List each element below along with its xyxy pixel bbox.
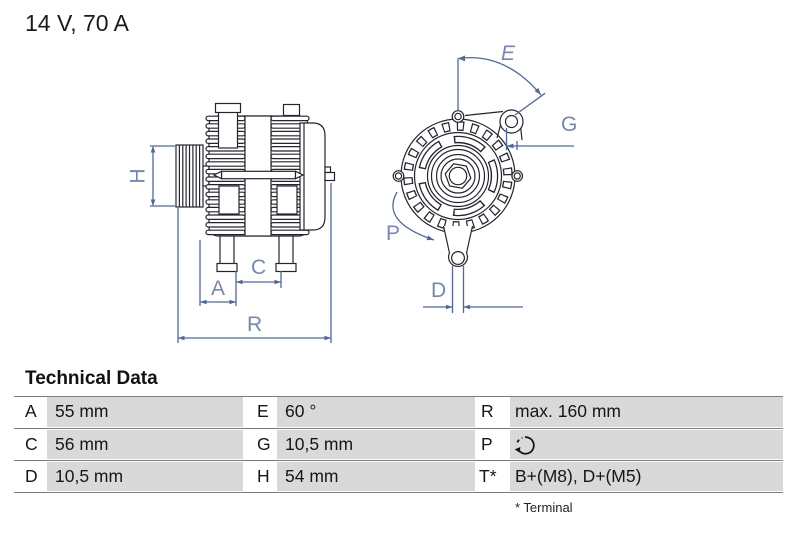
front-view-dimensions: E G P D [386, 42, 577, 313]
rotation-direction-icon [514, 435, 535, 455]
table-value: 10,5 mm [285, 433, 354, 454]
dim-label-E: E [501, 42, 516, 65]
table-label: C [25, 433, 38, 454]
table-divider [14, 491, 783, 494]
dim-label-H: H [127, 168, 150, 183]
table-divider [14, 459, 783, 462]
rotation-direction-icon-cell [513, 430, 537, 459]
table-divider [14, 427, 783, 430]
dim-label-P: P [386, 222, 400, 245]
dim-label-A: A [211, 277, 225, 300]
dim-label-D: D [431, 279, 446, 302]
table-label: D [25, 465, 38, 486]
terminal-footnote: * Terminal [515, 500, 573, 515]
table-value: 54 mm [285, 465, 339, 486]
table-cell-bg [277, 429, 475, 459]
mounting-foot-left [219, 235, 235, 265]
table-label: G [257, 433, 271, 454]
table-cell-bg [510, 461, 783, 491]
table-cell-bg [277, 461, 475, 491]
segment-ring [417, 135, 499, 217]
through-bolt [220, 170, 297, 180]
table-value: 10,5 mm [55, 465, 124, 486]
table-value: max. 160 mm [515, 401, 621, 422]
vent-slots [403, 121, 513, 231]
table-value: 55 mm [55, 401, 109, 422]
mounting-lug-top [499, 109, 524, 134]
mounting-foot-right [278, 235, 294, 265]
mounting-lug-bottom [442, 225, 474, 267]
side-view [175, 102, 336, 273]
table-value: 56 mm [55, 433, 109, 454]
terminal [324, 166, 332, 174]
table-label: A [25, 401, 37, 422]
dim-label-G: G [561, 113, 577, 136]
dim-label-C: C [251, 256, 266, 279]
table-label: P [481, 433, 493, 454]
dim-label-R: R [247, 313, 262, 336]
technical-data-heading: Technical Data [25, 368, 158, 389]
alternator-technical-drawing: H A C R [127, 42, 577, 343]
rear-cover [299, 122, 326, 231]
table-value: B+(M8), D+(M5) [515, 465, 642, 486]
table-value: 60 ° [285, 401, 317, 422]
page-title: 14 V, 70 A [25, 10, 130, 36]
front-view [392, 109, 524, 267]
table-cell-bg [47, 429, 243, 459]
table-cell-bg [47, 397, 243, 427]
table-label: R [481, 401, 494, 422]
table-cell-bg [277, 397, 475, 427]
table-label: H [257, 465, 270, 486]
table-cell-bg [510, 429, 783, 459]
table-divider [14, 395, 783, 398]
table-label: E [257, 401, 269, 422]
side-view-dimensions: H A C R [127, 145, 332, 343]
table-cell-bg [510, 397, 783, 427]
table-cell-bg [47, 461, 243, 491]
table-label: T* [479, 465, 497, 486]
